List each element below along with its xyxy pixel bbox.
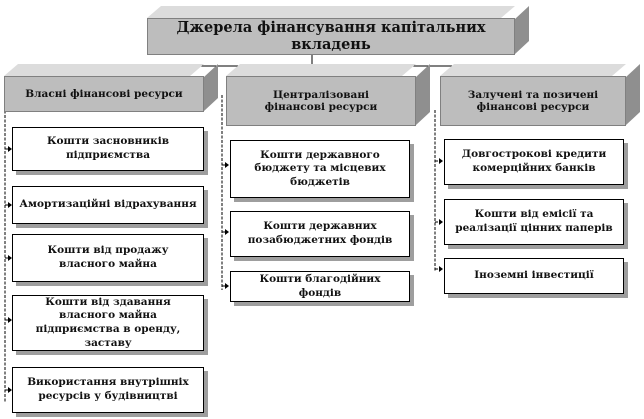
- column-3-item-3: Іноземні інвестиції: [444, 258, 624, 294]
- column-1-item-5: Використання внутрішніх ресурсів у будів…: [12, 367, 204, 413]
- column-2-item-3: Кошти благодійних фондів: [230, 271, 410, 302]
- column-3-connector: [434, 110, 442, 272]
- column-2-item-2: Кошти державних позабюджетних фондів: [230, 211, 410, 257]
- column-1-item-3: Кошти від продажу власного майна: [12, 234, 204, 282]
- column-3-heading: Залучені та позичені фінансові ресурси: [440, 76, 626, 126]
- column-3-item-2: Кошти від емісії та реалізації цінних па…: [444, 199, 624, 245]
- diagram-title: Джерела фінансування капітальних вкладен…: [147, 18, 515, 55]
- column-2-heading: Централізовані фінансові ресурси: [226, 76, 416, 126]
- column-2-arrowheads: [225, 162, 229, 289]
- column-1-heading: Власні фінансові ресурси: [4, 76, 204, 112]
- column-3-item-1: Довгострокові кредити комерційних банків: [444, 139, 624, 185]
- column-3-arrowheads: [439, 158, 443, 272]
- column-1-connector: [4, 88, 10, 403]
- column-1-item-4: Кошти від здавання власного майна підпри…: [12, 295, 204, 351]
- column-1-item-1: Кошти засновників підприємства: [12, 127, 204, 171]
- column-1-arrowheads: [8, 146, 12, 393]
- column-1-item-2: Амортизаційні відрахування: [12, 186, 204, 224]
- column-2-item-1: Кошти державного бюджету та місцевих бюд…: [230, 140, 410, 198]
